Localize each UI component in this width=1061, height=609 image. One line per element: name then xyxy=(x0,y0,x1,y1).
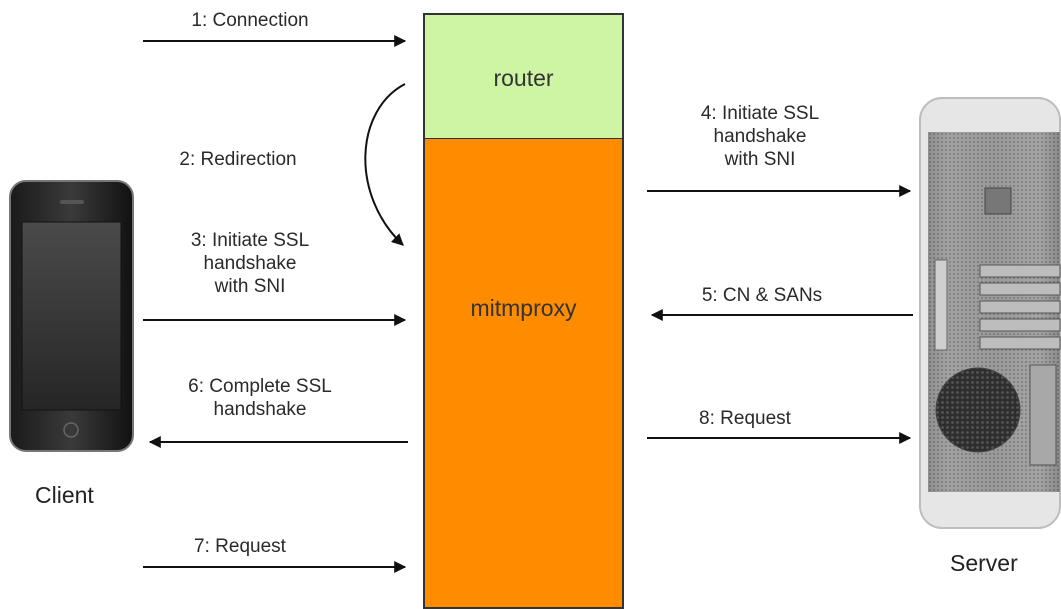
step-8-label: 8: Request xyxy=(699,408,791,429)
step-6-label: 6: Complete SSL handshake xyxy=(188,376,332,420)
step-1-label: 1: Connection xyxy=(191,10,309,31)
server-caption: Server xyxy=(950,550,1018,576)
mitmproxy-box: mitmproxy xyxy=(423,139,624,609)
step-2-label: 2: Redirection xyxy=(179,149,297,170)
router-label: router xyxy=(493,65,554,91)
step-5-label: 5: CN & SANs xyxy=(701,285,823,306)
step-7-label: 7: Request xyxy=(194,536,286,557)
client-caption: Client xyxy=(35,482,94,508)
router-box: router xyxy=(423,13,624,139)
mitmproxy-label: mitmproxy xyxy=(470,295,577,321)
step-4-label: 4: Initiate SSL handshake with SNI xyxy=(700,103,820,170)
arrow-2-redirection xyxy=(364,83,406,246)
step-3-label: 3: Initiate SSL handshake with SNI xyxy=(190,230,310,297)
